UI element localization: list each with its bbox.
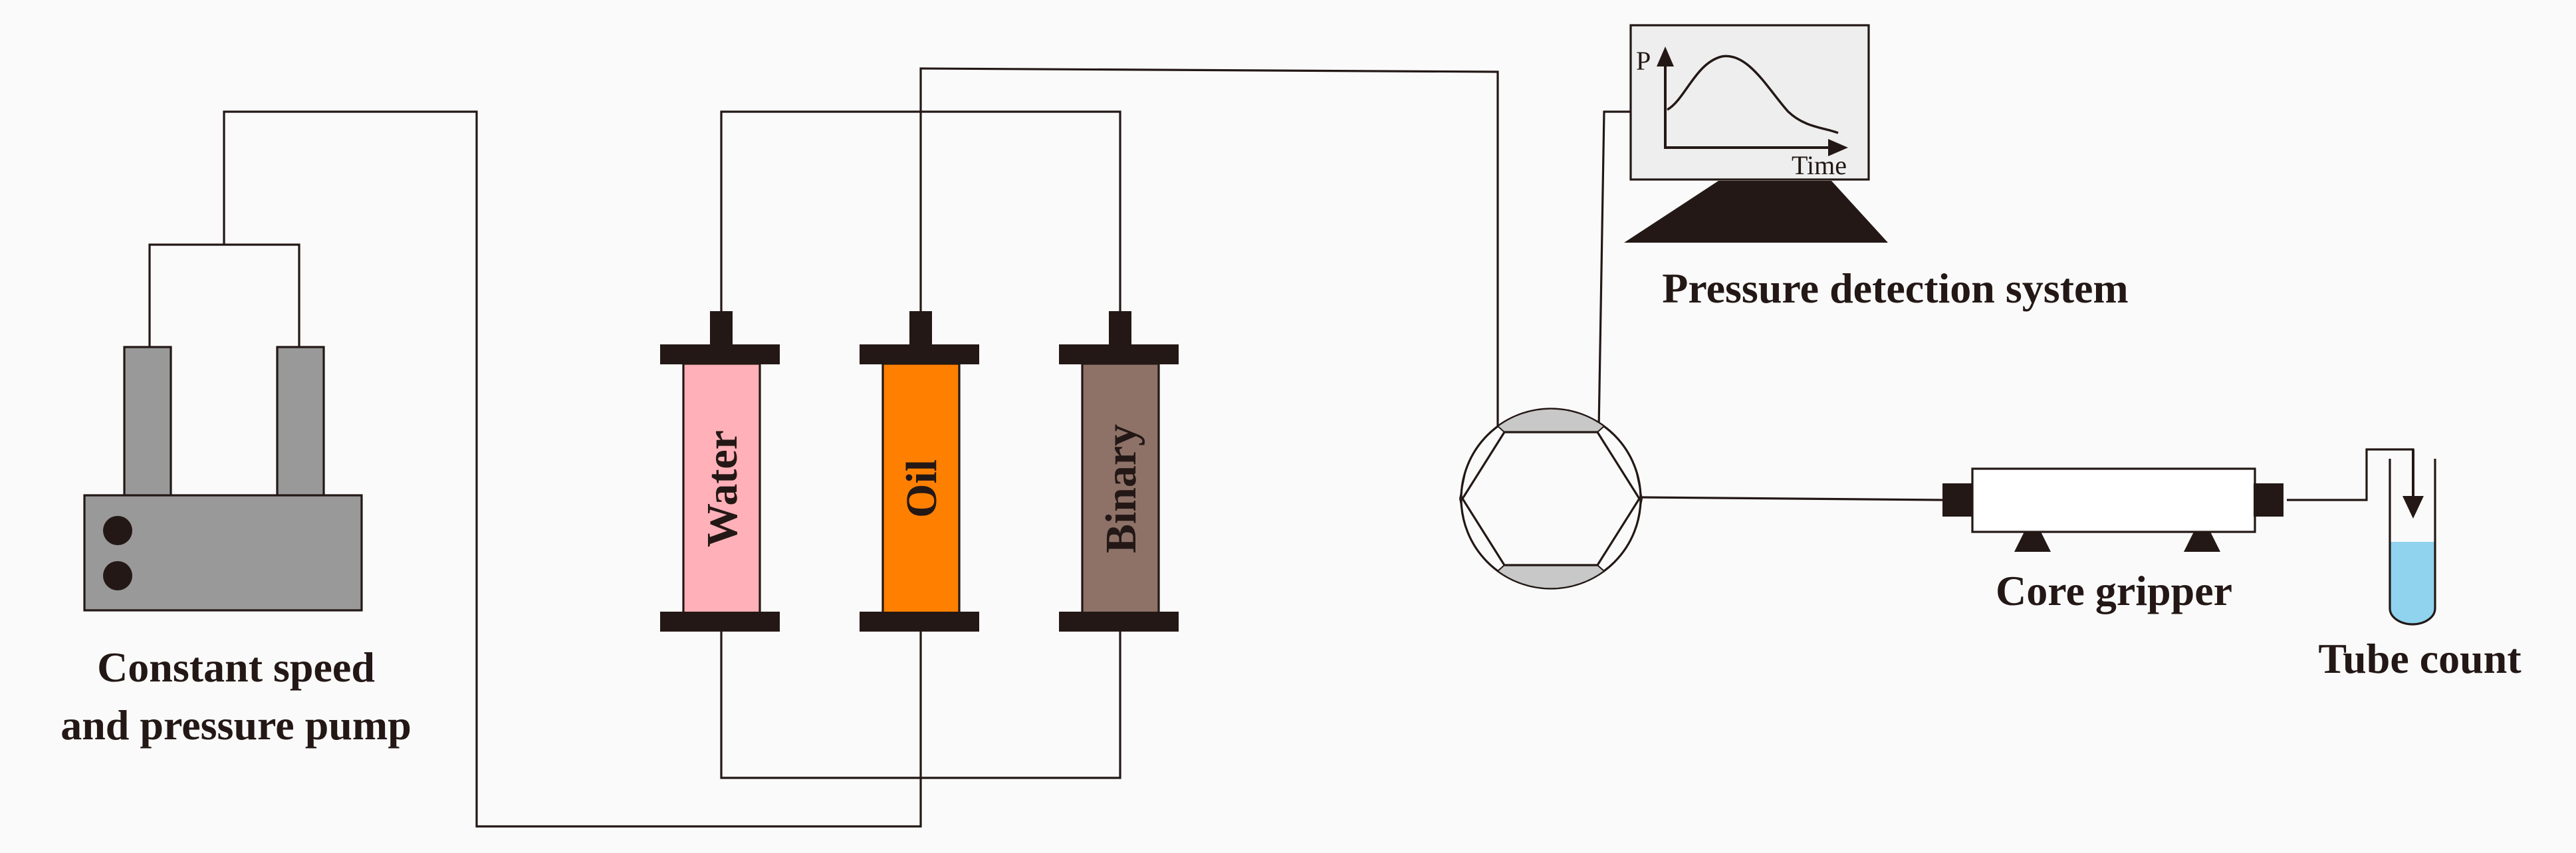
pump-knob-bottom (103, 561, 132, 590)
pressure-system-label: Pressure detection system (1662, 265, 2128, 312)
cylinder-oil-cap-bottom (860, 612, 979, 632)
tube-count (2389, 449, 2436, 626)
pressure-curve (1667, 55, 1839, 134)
cylinder-binary-label: Binary (1097, 424, 1145, 553)
valve-segment-bottom (1496, 564, 1605, 590)
cylinder-binary-cap-bottom (1059, 612, 1179, 632)
pressure-sensor-pipe (1597, 110, 1631, 429)
core-gripper-label: Core gripper (1996, 567, 2232, 614)
pump-cylinder-left (123, 346, 172, 498)
cylinder-binary-body (1081, 362, 1160, 614)
valve-to-core-pipe (1641, 496, 1945, 501)
cylinder-water-cap-bottom (660, 612, 780, 632)
cylinder-binary: Binary (1059, 311, 1179, 632)
pipe-network (148, 67, 2414, 828)
core-gripper-end-left (1942, 483, 1972, 517)
chart-y-arrow (1657, 47, 1674, 66)
cylinder-bottom-manifold (720, 632, 1121, 779)
pump-body (83, 494, 363, 612)
cylinder-oil-cap-top (860, 344, 979, 364)
pump-label-line1: Constant speed (97, 644, 375, 691)
valve-hexagon (1461, 431, 1641, 566)
pump-cylinder-right (276, 346, 325, 498)
cylinder-oil-body (881, 362, 961, 614)
core-gripper-end-right (2254, 483, 2283, 517)
pump-outlet-pipe (223, 110, 922, 828)
core-to-tube-pipe (2287, 448, 2414, 505)
chart-axis-time: Time (1792, 150, 1847, 180)
cylinder-oil-label: Oil (897, 459, 946, 518)
core-gripper (1942, 467, 2283, 552)
core-gripper-body (1971, 467, 2256, 533)
tube-drop-arrow (2402, 496, 2424, 519)
pump-manifold-pipe (148, 243, 300, 352)
cylinder-water: Water (660, 311, 780, 632)
tube-liquid (2390, 542, 2435, 624)
six-way-valve (1459, 408, 1643, 590)
chart-axis-p: P (1636, 46, 1651, 76)
core-gripper-foot-left (2014, 532, 2051, 552)
cylinder-water-stem-top (710, 311, 733, 346)
cylinder-water-cap-top (660, 344, 780, 364)
pressure-monitor: P Time (1624, 24, 1888, 243)
cylinder-oil: Oil (860, 311, 979, 632)
monitor-stand (1624, 181, 1888, 243)
pump-unit (83, 346, 363, 612)
chart-x-arrow (1828, 139, 1848, 156)
cylinder-oil-stem-top (909, 311, 932, 346)
tube-glass (2389, 459, 2436, 626)
valve-feed-pipe (919, 67, 1499, 429)
cylinder-binary-cap-top (1059, 344, 1179, 364)
cylinder-binary-stem-top (1109, 311, 1131, 346)
cylinder-water-label: Water (698, 430, 747, 547)
valve-segment-right (1636, 473, 1643, 526)
pump-label-line2: and pressure pump (60, 701, 411, 749)
tube-count-label: Tube count (2318, 635, 2521, 682)
valve-outer-circle (1460, 408, 1642, 590)
valve-segment-top (1496, 408, 1605, 433)
pump-knob-top (103, 516, 132, 545)
valve-segment-left (1459, 473, 1466, 526)
cylinder-water-body (682, 362, 761, 614)
core-gripper-foot-right (2184, 532, 2220, 552)
